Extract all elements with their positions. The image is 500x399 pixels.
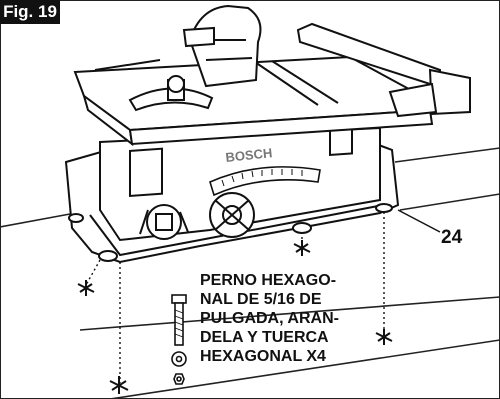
blade-guard [182, 4, 262, 88]
callout-number: 24 [441, 227, 463, 248]
hardware-label-line: PULGADA, ARAN- [200, 310, 339, 327]
figure-number-label: Fig. 19 [0, 0, 60, 24]
hardware-label-line: DELA Y TUERCA [200, 329, 329, 346]
svg-text:BOSCH: BOSCH [225, 145, 273, 165]
hardware-label-line: NAL DE 5/16 DE [200, 291, 322, 308]
hardware-label-line: HEXAGONAL X4 [200, 348, 326, 365]
hardware-label-line: PERNO HEXAGO- [200, 272, 337, 289]
miter-gauge [128, 75, 214, 112]
floor-mount-marks [77, 240, 393, 394]
washer-icon [171, 351, 187, 367]
work-surface-lines [0, 147, 500, 399]
rip-fence [296, 22, 471, 118]
height-adjust-handwheel [209, 192, 255, 238]
bevel-scale [209, 166, 321, 197]
hardware-label: PERNO HEXAGO- NAL DE 5/16 DE PULGADA, AR… [200, 271, 370, 366]
hex-bolt-icon [171, 294, 187, 346]
hex-nut-icon [173, 373, 185, 385]
callout-leader-line [397, 209, 441, 233]
bevel-lock-knob [139, 204, 189, 240]
